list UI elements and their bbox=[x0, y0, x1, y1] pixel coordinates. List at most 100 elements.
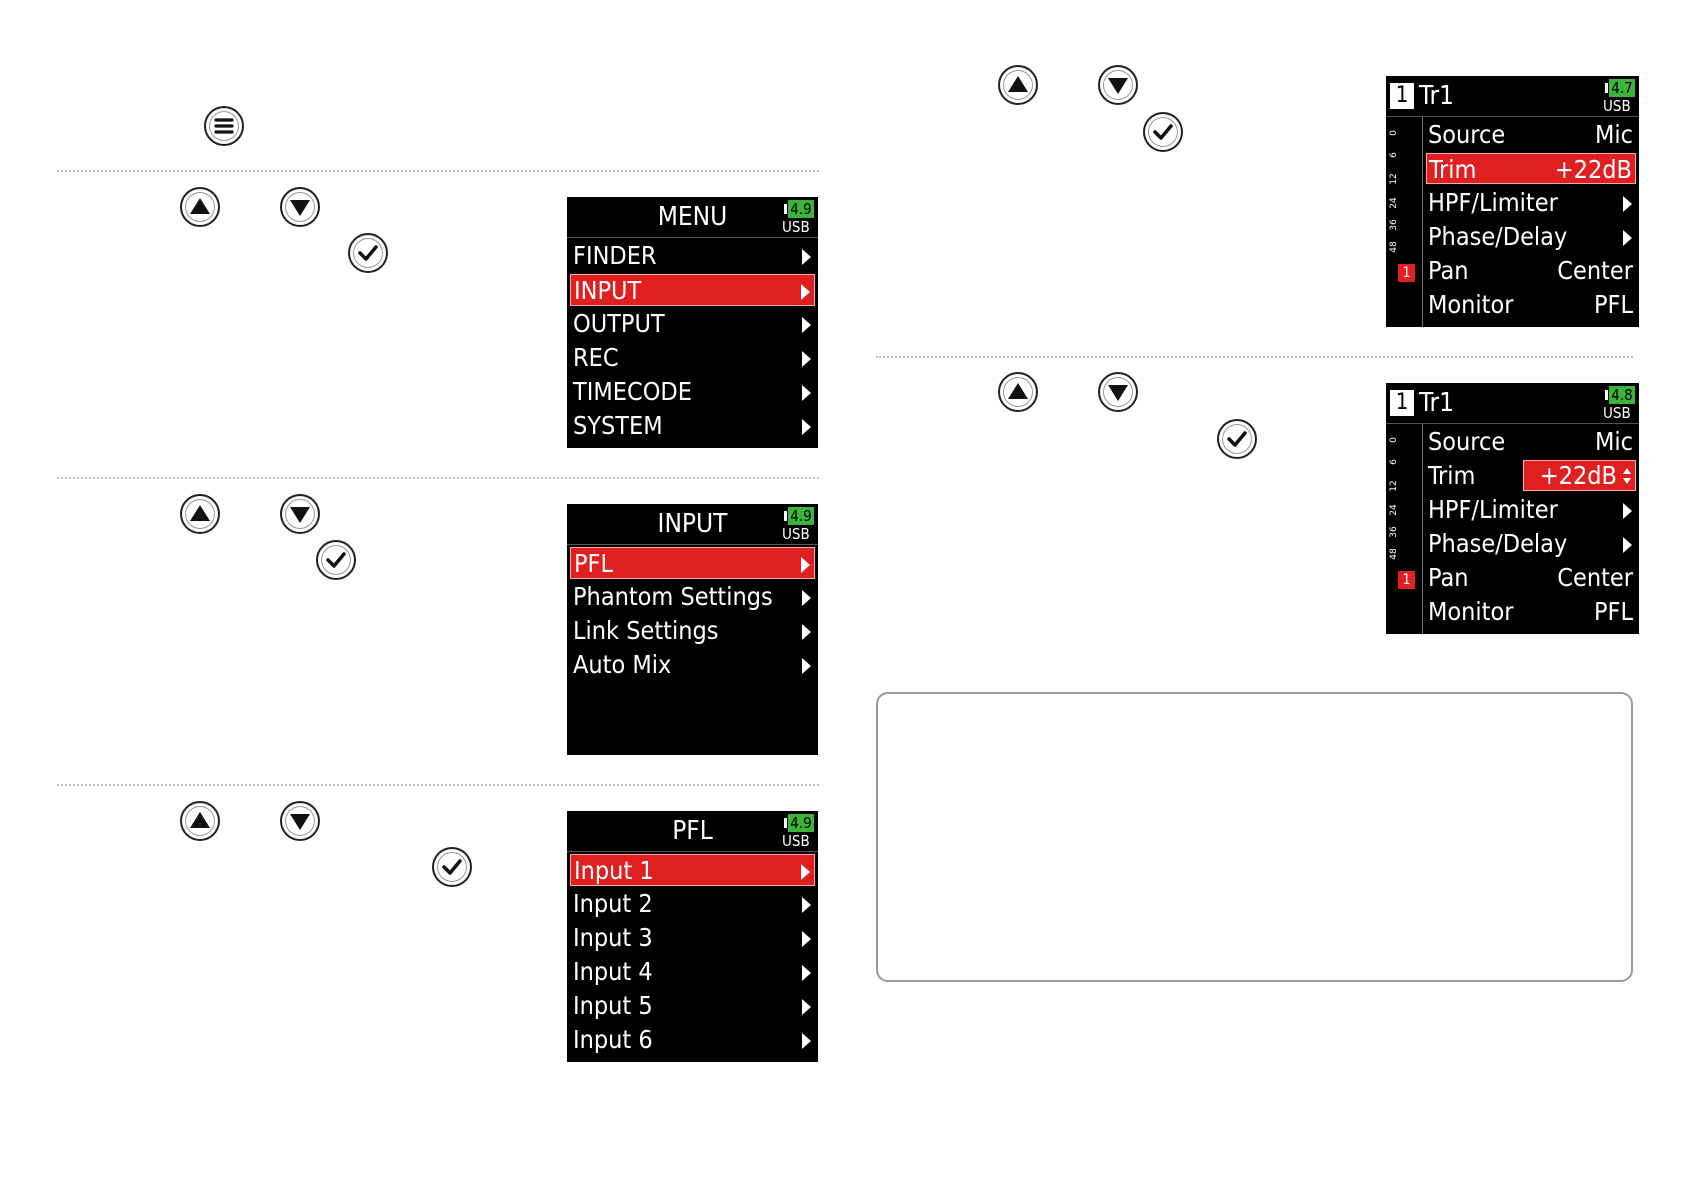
battery-level: 4.9 bbox=[788, 507, 814, 525]
enter-button-icon[interactable] bbox=[432, 847, 472, 887]
menu-item-input-2[interactable]: Input 2 bbox=[570, 888, 815, 920]
up-button-icon[interactable] bbox=[998, 372, 1038, 412]
chevron-right-icon bbox=[801, 557, 810, 573]
screen-header: PFL 4.9 USB bbox=[567, 811, 818, 852]
battery-indicator: 4.9 USB bbox=[782, 200, 814, 236]
menu-item-link-settings[interactable]: Link Settings bbox=[570, 615, 815, 647]
section-divider bbox=[57, 477, 819, 479]
screen-title: MENU bbox=[657, 202, 728, 232]
up-down-icon bbox=[1623, 468, 1631, 484]
enter-button-icon[interactable] bbox=[1143, 112, 1183, 152]
section-divider bbox=[57, 784, 819, 786]
param-hpf-limiter[interactable]: HPF/Limiter bbox=[1426, 187, 1636, 218]
power-source: USB bbox=[1603, 97, 1631, 115]
meter-label: 12 bbox=[1389, 480, 1399, 491]
screen-header: 1 Tr1 4.8 USB bbox=[1386, 383, 1639, 424]
menu-item-phantom-settings[interactable]: Phantom Settings bbox=[570, 581, 815, 613]
chevron-right-icon bbox=[802, 419, 811, 435]
up-button-icon[interactable] bbox=[180, 494, 220, 534]
down-button-icon[interactable] bbox=[1098, 65, 1138, 105]
down-button-icon[interactable] bbox=[280, 801, 320, 841]
screen-header: INPUT 4.9 USB bbox=[567, 504, 818, 545]
enter-button-icon[interactable] bbox=[1217, 419, 1257, 459]
enter-button-icon[interactable] bbox=[348, 233, 388, 273]
battery-level: 4.9 bbox=[788, 200, 814, 218]
battery-indicator: 4.9 USB bbox=[782, 507, 814, 543]
battery-level: 4.7 bbox=[1609, 79, 1635, 97]
down-button-icon[interactable] bbox=[1098, 372, 1138, 412]
screen-header: 1 Tr1 4.7 USB bbox=[1386, 76, 1639, 117]
meter-input-number: 1 bbox=[1398, 571, 1415, 589]
menu-item-auto-mix[interactable]: Auto Mix bbox=[570, 649, 815, 681]
meter-label: 36 bbox=[1389, 219, 1399, 231]
battery-indicator: 4.8 USB bbox=[1603, 386, 1635, 422]
meter-label: 0 bbox=[1389, 437, 1399, 443]
menu-item-input-6[interactable]: Input 6 bbox=[570, 1024, 815, 1056]
chevron-right-icon bbox=[802, 931, 811, 947]
track-number: 1 bbox=[1390, 390, 1414, 416]
down-button-icon[interactable] bbox=[280, 187, 320, 227]
chevron-right-icon bbox=[802, 999, 811, 1015]
battery-indicator: 4.9 USB bbox=[782, 814, 814, 850]
menu-item-timecode[interactable]: TIMECODE bbox=[570, 376, 815, 408]
up-button-icon[interactable] bbox=[180, 187, 220, 227]
chevron-right-icon bbox=[1623, 230, 1632, 246]
meter-label: 6 bbox=[1389, 459, 1399, 465]
pfl-screen: PFL 4.9 USB Input 1 Input 2 Input 3 Inpu… bbox=[567, 811, 818, 1062]
meter-input-number: 1 bbox=[1398, 264, 1415, 282]
power-source: USB bbox=[1603, 404, 1631, 422]
menu-item-input-5[interactable]: Input 5 bbox=[570, 990, 815, 1022]
chevron-right-icon bbox=[802, 385, 811, 401]
meter-label: 0 bbox=[1389, 130, 1399, 136]
chevron-right-icon bbox=[802, 249, 811, 265]
menu-button-icon[interactable] bbox=[204, 106, 244, 146]
input-screen: INPUT 4.9 USB PFL Phantom Settings Link … bbox=[567, 504, 818, 755]
chevron-right-icon bbox=[801, 864, 810, 880]
menu-item-input-1[interactable]: Input 1 bbox=[570, 854, 815, 886]
menu-item-input-4[interactable]: Input 4 bbox=[570, 956, 815, 988]
section-divider bbox=[876, 356, 1633, 358]
track-name: Tr1 bbox=[1419, 388, 1454, 418]
track-number: 1 bbox=[1390, 83, 1414, 109]
menu-item-input-3[interactable]: Input 3 bbox=[570, 922, 815, 954]
note-box bbox=[876, 692, 1633, 982]
chevron-right-icon bbox=[802, 658, 811, 674]
menu-item-rec[interactable]: REC bbox=[570, 342, 815, 374]
param-phase-delay[interactable]: Phase/Delay bbox=[1426, 528, 1636, 559]
chevron-right-icon bbox=[802, 965, 811, 981]
param-trim[interactable]: Trim+22dB bbox=[1426, 153, 1636, 184]
power-source: USB bbox=[782, 218, 810, 236]
up-button-icon[interactable] bbox=[998, 65, 1038, 105]
menu-item-input[interactable]: INPUT bbox=[570, 274, 815, 306]
battery-level: 4.8 bbox=[1609, 386, 1635, 404]
battery-level: 4.9 bbox=[788, 814, 814, 832]
param-phase-delay[interactable]: Phase/Delay bbox=[1426, 221, 1636, 252]
meter-label: 12 bbox=[1389, 173, 1399, 184]
level-meter: 0 6 12 24 36 48 1 bbox=[1386, 117, 1423, 327]
section-divider bbox=[57, 170, 819, 172]
up-button-icon[interactable] bbox=[180, 801, 220, 841]
param-trim[interactable]: Trim +22dB bbox=[1426, 460, 1636, 491]
chevron-right-icon bbox=[1623, 196, 1632, 212]
track-name: Tr1 bbox=[1419, 81, 1454, 111]
param-hpf-limiter[interactable]: HPF/Limiter bbox=[1426, 494, 1636, 525]
menu-item-pfl[interactable]: PFL bbox=[570, 547, 815, 579]
menu-item-system[interactable]: SYSTEM bbox=[570, 410, 815, 442]
chevron-right-icon bbox=[802, 1033, 811, 1049]
menu-item-finder[interactable]: FINDER bbox=[570, 240, 815, 272]
trim-value-editor[interactable]: +22dB bbox=[1522, 460, 1636, 491]
power-source: USB bbox=[782, 525, 810, 543]
chevron-right-icon bbox=[802, 590, 811, 606]
chevron-right-icon bbox=[801, 284, 810, 300]
level-meter: 0 6 12 24 36 48 1 bbox=[1386, 424, 1423, 634]
menu-item-output[interactable]: OUTPUT bbox=[570, 308, 815, 340]
down-button-icon[interactable] bbox=[280, 494, 320, 534]
enter-button-icon[interactable] bbox=[316, 540, 356, 580]
